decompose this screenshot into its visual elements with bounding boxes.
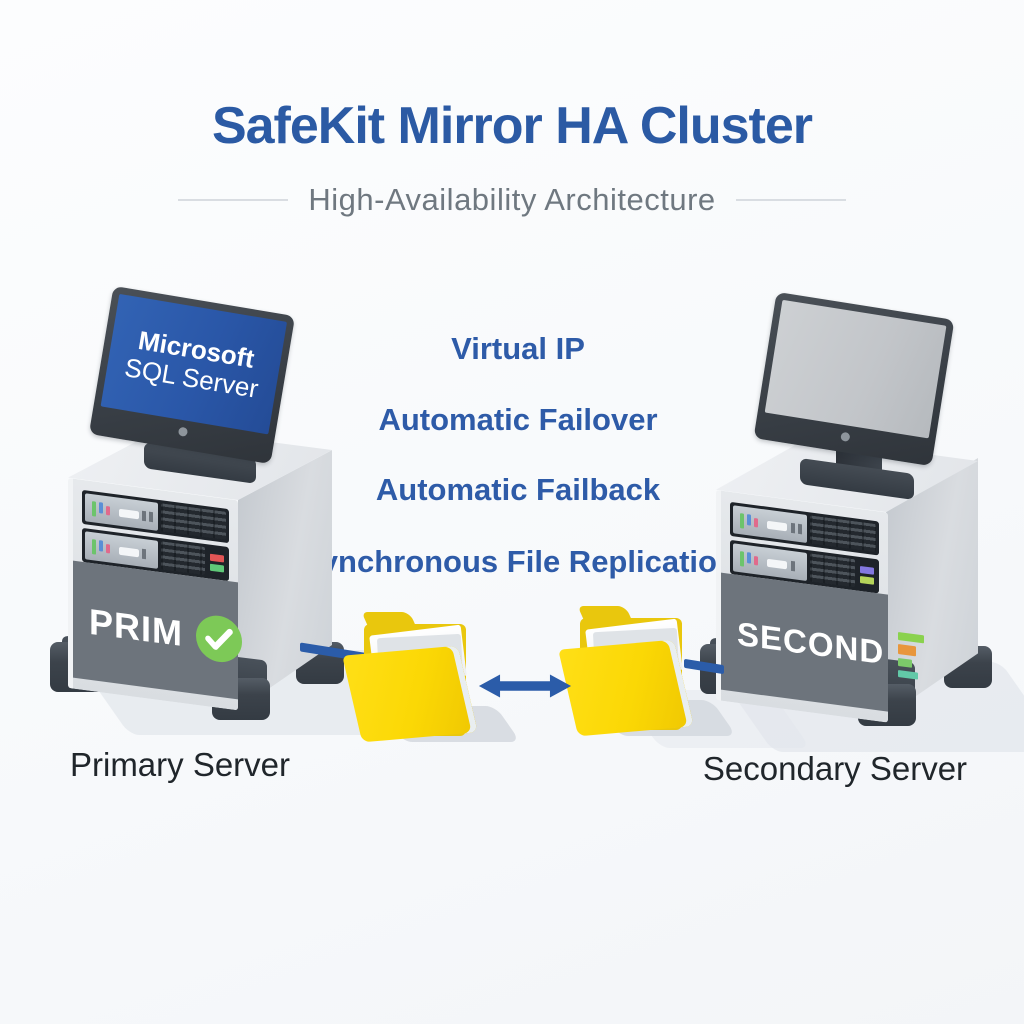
status-led (898, 657, 913, 668)
bay-slot (791, 560, 796, 572)
bay-slot (149, 511, 154, 523)
bay-slot (142, 548, 147, 560)
bay-indicator-lights (858, 560, 876, 590)
primary-tower-front: PRIM (68, 478, 242, 711)
status-led (860, 575, 874, 585)
folder-front-icon (558, 639, 694, 737)
status-led (106, 506, 110, 516)
status-led (754, 518, 758, 528)
feature-virtual-ip: Virtual IP (451, 331, 585, 366)
status-led (99, 540, 103, 552)
feature-automatic-failback: Automatic Failback (375, 472, 661, 507)
monitor-logo-dot (839, 431, 851, 442)
secondary-status-band: SECOND (721, 572, 925, 712)
status-led (747, 552, 751, 564)
status-led (740, 551, 744, 567)
primary-server-caption: Primary Server (69, 746, 291, 783)
vent-grille (161, 503, 226, 540)
status-led (747, 514, 751, 526)
secondary-tower-front: SECOND (716, 490, 925, 723)
folder-front-icon (342, 645, 478, 743)
secondary-monitor (753, 291, 955, 467)
status-led (92, 501, 96, 517)
page-subtitle: High-Availability Architecture (308, 182, 716, 217)
status-led (860, 565, 874, 575)
vent-grille (810, 515, 876, 553)
status-led (210, 563, 224, 573)
status-led (99, 502, 103, 514)
bay-slot (798, 523, 803, 535)
status-led (740, 513, 744, 529)
status-led (898, 643, 917, 657)
check-circle-icon (196, 615, 242, 662)
status-led (92, 539, 96, 555)
vent-grille (161, 541, 205, 576)
feature-synchronous-file-replication: Synchronous File Replication (300, 544, 736, 579)
bay-indicator-lights (208, 547, 226, 577)
secondary-server-caption: Secondary Server (702, 750, 968, 787)
subtitle-row: High-Availability Architecture (0, 182, 1024, 218)
vent-grille (810, 553, 855, 588)
monitor-logo-dot (177, 426, 188, 437)
subtitle-divider-left (178, 199, 289, 201)
page-title: SafeKit Mirror HA Cluster (211, 97, 813, 155)
bay-slot (791, 522, 796, 534)
status-led (210, 553, 224, 563)
primary-monitor: Microsoft SQL Server (88, 285, 296, 465)
bay-slot (142, 510, 147, 522)
bay-button (119, 546, 139, 558)
bay-button (767, 520, 787, 532)
status-led (106, 544, 110, 554)
bay-button (119, 508, 139, 520)
subtitle-divider-right (735, 199, 846, 201)
bay-button (767, 558, 787, 570)
drive-bay-face (733, 505, 808, 544)
indicator-lights-icon (898, 631, 925, 680)
secondary-status-badge: SECOND (737, 614, 885, 671)
status-led (754, 556, 758, 566)
bidirectional-arrow-icon (478, 674, 572, 698)
primary-status-badge: PRIM (89, 600, 183, 654)
feature-automatic-failover: Automatic Failover (378, 402, 658, 437)
primary-status-band: PRIM (73, 560, 242, 700)
drive-bay-face (85, 493, 159, 531)
